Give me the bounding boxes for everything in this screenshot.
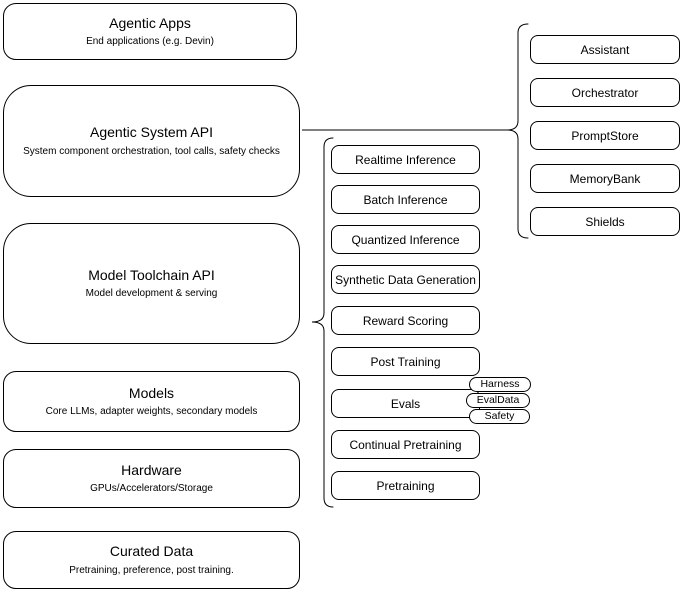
node-batch-inference: Batch Inference [331,185,480,214]
tag-safety: Safety [469,409,530,424]
node-subtitle: End applications (e.g. Devin) [86,36,214,48]
node-continual-pretraining: Continual Pretraining [331,430,480,459]
tag-evaldata: EvalData [466,393,530,408]
node-orchestrator: Orchestrator [530,78,680,107]
node-assistant: Assistant [530,35,680,64]
node-post-training: Post Training [331,347,480,376]
node-promptstore: PromptStore [530,121,680,150]
node-subtitle: GPUs/Accelerators/Storage [90,483,213,495]
node-subtitle: System component orchestration, tool cal… [23,145,280,157]
node-synthetic-data-generation: Synthetic Data Generation [331,265,480,294]
tag-harness: Harness [469,377,531,392]
node-models: Models Core LLMs, adapter weights, secon… [3,371,300,432]
node-hardware: Hardware GPUs/Accelerators/Storage [3,449,300,508]
node-title: Agentic System API [90,124,213,141]
toolchain-group-brace [311,137,334,508]
node-reward-scoring: Reward Scoring [331,306,480,335]
node-model-toolchain-api: Model Toolchain API Model development & … [3,223,300,344]
node-memorybank: MemoryBank [530,164,680,193]
node-realtime-inference: Realtime Inference [331,145,480,174]
node-quantized-inference: Quantized Inference [331,225,480,254]
node-agentic-apps: Agentic Apps End applications (e.g. Devi… [3,3,297,60]
node-evals: Evals [331,389,480,418]
node-curated-data: Curated Data Pretraining, preference, po… [3,531,300,589]
node-shields: Shields [530,207,680,236]
node-subtitle: Pretraining, preference, post training. [69,564,234,576]
agentic-group-brace [506,23,529,239]
node-title: Agentic Apps [109,14,191,31]
node-agentic-system-api: Agentic System API System component orch… [3,85,300,197]
node-title: Hardware [121,461,182,478]
node-subtitle: Core LLMs, adapter weights, secondary mo… [45,406,258,418]
node-subtitle: Model development & serving [85,288,218,300]
node-title: Model Toolchain API [88,266,215,283]
node-title: Models [128,384,175,401]
node-pretraining: Pretraining [331,471,480,500]
node-title: Curated Data [109,543,194,560]
